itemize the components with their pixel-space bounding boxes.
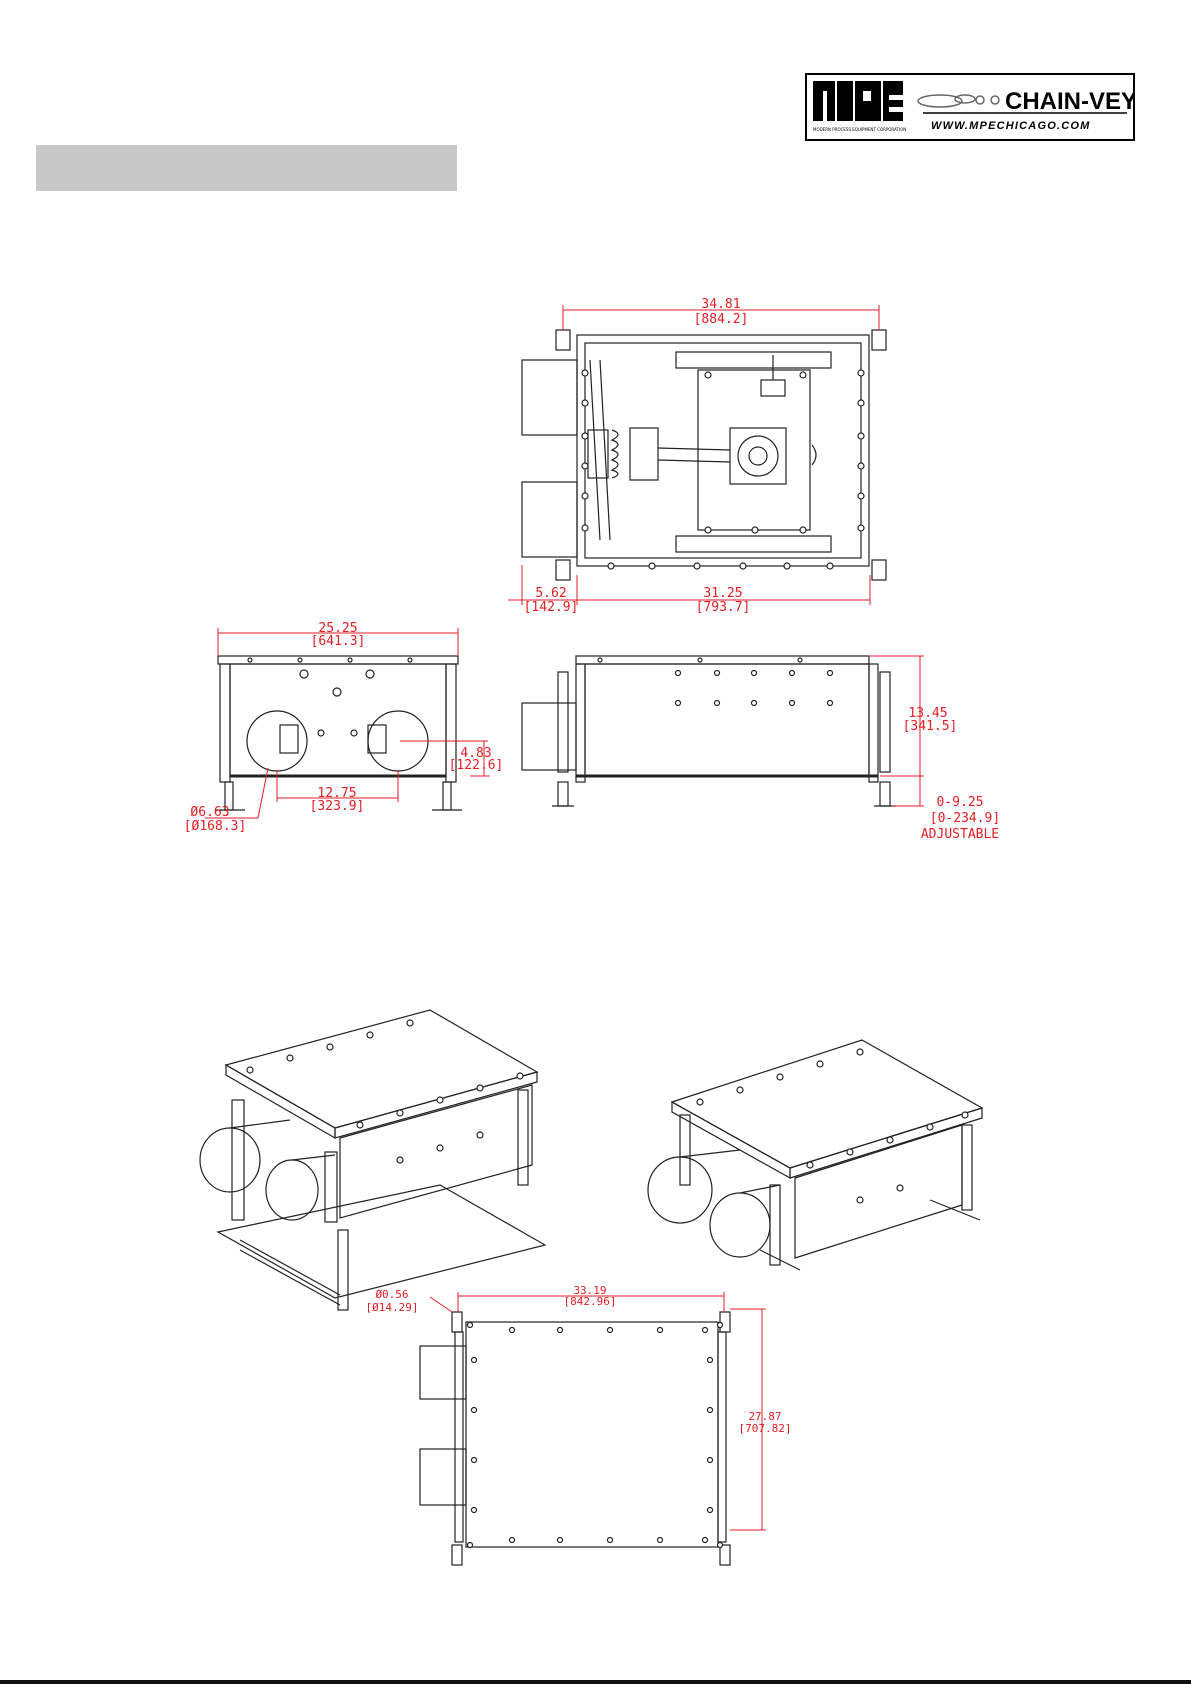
top-view: 34.81 [884.2] 5.62 [142.9] 31.25 [793.7] xyxy=(508,297,886,615)
top-body-width: 31.25 xyxy=(703,586,742,601)
bottom-hole-diameter: Ø0.56 xyxy=(375,1288,408,1301)
top-body-width-mm: [793.7] xyxy=(696,600,751,615)
end-inlet-diameter: Ø6.63 xyxy=(190,805,229,820)
side-height-mm: [341.5] xyxy=(903,719,958,734)
bottom-hole-diameter-mm: [Ø14.29] xyxy=(366,1301,419,1314)
end-inlet-height-mm: [122.6] xyxy=(449,758,504,773)
side-leg-range: 0-9.25 xyxy=(937,795,984,810)
side-leg-range-mm: [0-234.9] xyxy=(930,811,1000,826)
end-width-mm: [641.3] xyxy=(311,634,366,649)
page-bottom-rule xyxy=(0,1680,1191,1684)
bottom-depth-mm: [707.82] xyxy=(739,1422,792,1435)
end-inlet-spacing-mm: [323.9] xyxy=(310,799,365,814)
side-leg-note: ADJUSTABLE xyxy=(921,827,999,842)
end-inlet-diameter-mm: [Ø168.3] xyxy=(184,819,247,834)
side-view: 13.45 [341.5] 0-9.25 [0-234.9] ADJUSTABL… xyxy=(522,656,1000,842)
isometric-view-right xyxy=(648,1040,982,1270)
top-inlet-offset: 5.62 xyxy=(535,586,566,601)
end-view: 25.25 [641.3] 12.75 [323.9] 4.83 [122.6]… xyxy=(184,621,504,834)
top-overall-width-mm: [884.2] xyxy=(694,312,749,327)
top-overall-width: 34.81 xyxy=(701,297,740,312)
top-inlet-offset-mm: [142.9] xyxy=(524,600,579,615)
bottom-view: Ø0.56 [Ø14.29] 33.19 [842.96] 27.87 [707… xyxy=(366,1284,792,1565)
isometric-view-left xyxy=(200,1010,545,1310)
bottom-width-mm: [842.96] xyxy=(564,1295,617,1308)
